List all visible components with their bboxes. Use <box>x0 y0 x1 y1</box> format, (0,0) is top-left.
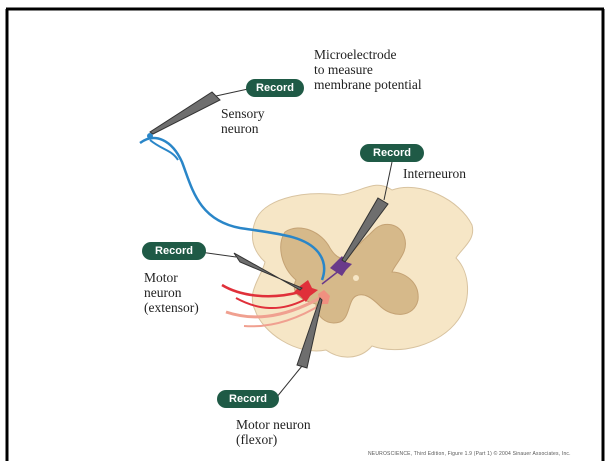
sensory-electrode-wire <box>216 89 248 96</box>
flexor-electrode-wire <box>276 366 302 398</box>
record-badge-interneuron: Record <box>360 144 424 162</box>
record-badge-extensor: Record <box>142 242 206 260</box>
sensory-electrode <box>150 92 220 134</box>
motor-neuron-flexor-label: Motor neuron (flexor) <box>236 417 311 447</box>
central-canal <box>353 275 359 281</box>
sensory-neuron-label: Sensory neuron <box>221 106 265 136</box>
figure-credit: NEUROSCIENCE, Third Edition, Figure 1.9 … <box>368 451 571 457</box>
record-badge-flexor: Record <box>217 390 279 408</box>
record-badge-sensory: Record <box>246 79 304 97</box>
interneuron-label: Interneuron <box>403 166 466 181</box>
motor-neuron-extensor-label: Motor neuron (extensor) <box>144 270 199 315</box>
microelectrode-label: Microelectrode to measure membrane poten… <box>314 47 422 92</box>
